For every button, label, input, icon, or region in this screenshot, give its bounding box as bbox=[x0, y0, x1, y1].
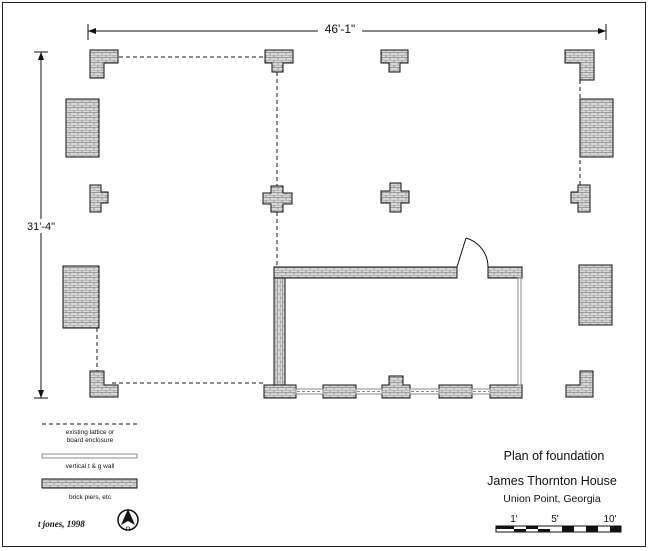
legend-brick-swatch bbox=[41, 478, 138, 489]
brick-pier bbox=[89, 184, 109, 213]
tg-wall-right bbox=[517, 277, 522, 386]
credit: t jones, 1998 bbox=[38, 519, 85, 529]
brick-pier bbox=[565, 370, 594, 398]
brick-pier bbox=[262, 185, 293, 213]
legend-lattice-label-2: board enclosure bbox=[67, 437, 114, 444]
brick-pier bbox=[89, 49, 119, 79]
legend-wall-label: vertical t & g wall bbox=[66, 463, 115, 470]
depth-dimension: 31'-4" bbox=[24, 51, 58, 399]
brick-pier bbox=[438, 384, 473, 399]
drawing-frame bbox=[2, 2, 646, 547]
brick-pier bbox=[322, 384, 357, 399]
house-location: Union Point, Georgia bbox=[503, 493, 601, 505]
legend: existing lattice or board enclosure vert… bbox=[41, 423, 138, 501]
brick-pier bbox=[570, 184, 591, 213]
svg-text:n: n bbox=[126, 524, 130, 533]
house-name: James Thornton House bbox=[487, 474, 617, 488]
brick-wall-top-right bbox=[487, 266, 523, 279]
brick-pier bbox=[381, 375, 411, 399]
width-dimension: 46'-1" bbox=[87, 22, 607, 40]
enclosed-room bbox=[263, 266, 523, 399]
brick-wall-left bbox=[273, 277, 286, 387]
width-dimension-label: 46'-1" bbox=[325, 22, 356, 36]
brick-pier bbox=[579, 98, 614, 158]
door-swing bbox=[456, 237, 489, 268]
brick-pier bbox=[264, 49, 294, 73]
brick-pier bbox=[578, 264, 613, 326]
bottom-lattice bbox=[295, 388, 491, 395]
lattice-enclosure-lines bbox=[96, 56, 581, 384]
scale-label: 1' bbox=[510, 514, 518, 525]
brick-pier bbox=[89, 370, 119, 398]
legend-brick-label: brick piers, etc bbox=[69, 494, 112, 501]
brick-pier bbox=[263, 384, 297, 399]
brick-pier bbox=[380, 182, 410, 213]
scale-label: 10' bbox=[603, 514, 616, 525]
scale-bar: 1' 5' 10' bbox=[495, 514, 622, 533]
brick-pier bbox=[380, 49, 409, 73]
brick-pier bbox=[62, 265, 100, 329]
north-arrow-icon: n bbox=[117, 509, 139, 533]
brick-pier bbox=[65, 98, 100, 158]
legend-wall-swatch bbox=[41, 453, 138, 459]
depth-dimension-label: 31'-4" bbox=[27, 221, 55, 233]
brick-pier bbox=[489, 384, 523, 399]
plan-title: Plan of foundation bbox=[504, 449, 605, 463]
scale-label: 5' bbox=[551, 514, 559, 525]
brick-pier bbox=[564, 49, 595, 81]
legend-lattice-label-1: existing lattice or bbox=[66, 429, 115, 436]
brick-piers bbox=[62, 49, 614, 398]
brick-wall-top-left bbox=[273, 266, 458, 279]
